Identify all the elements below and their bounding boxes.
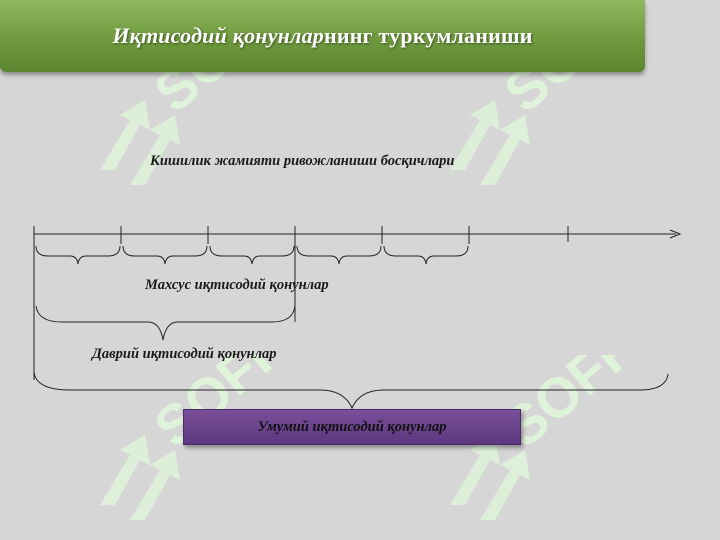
periodic-laws-label: Даврий иқтисодий қонунлар: [92, 346, 277, 362]
stage-brace: [296, 245, 382, 265]
general-laws-brace: [33, 371, 669, 410]
title-bar: Иқтисодий қонунларнинг туркумланиши: [0, 0, 645, 72]
periodic-laws-brace: [35, 305, 296, 341]
special-laws-label: Махсус иқтисодий қонунлар: [145, 277, 329, 293]
stage-brace: [209, 245, 295, 265]
development-stages-label: Кишилик жамияти ривожланиши босқичлари: [150, 153, 455, 169]
stage-brace: [383, 245, 469, 265]
general-laws-label: Умумий иқтисодий қонунлар: [257, 418, 447, 435]
stage-brace: [122, 245, 208, 265]
slide-title: Иқтисодий қонунларнинг туркумланиши: [112, 23, 532, 49]
timeline-arrowhead: [669, 229, 682, 239]
title-italic-part: Иқтисодий қонунлар: [112, 23, 324, 48]
general-laws-box: Умумий иқтисодий қонунлар: [183, 409, 521, 445]
stage-brace: [35, 245, 121, 265]
title-regular-part: нинг туркумланиши: [323, 23, 533, 48]
